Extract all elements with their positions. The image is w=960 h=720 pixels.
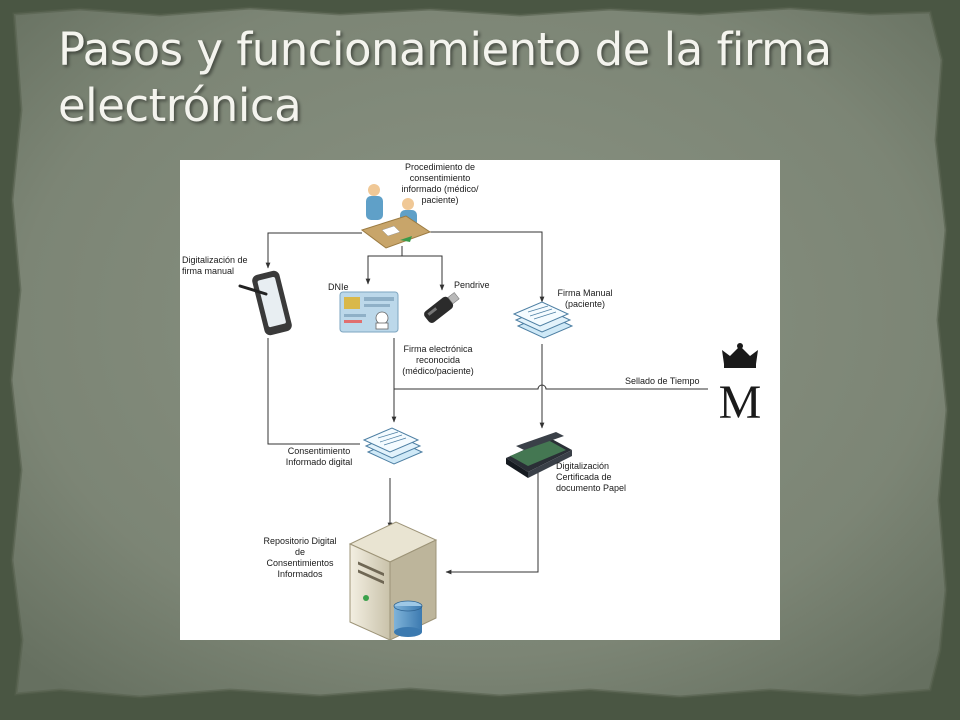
connector-procedure-to-tablet <box>265 232 362 269</box>
pen-tablet-icon <box>238 270 292 336</box>
label-manual-signature: Firma Manual (paciente) <box>557 288 613 309</box>
crowned-m-seal-icon: M <box>719 343 762 429</box>
label-electronic-signature: Firma electrónica reconocida (médico/pac… <box>402 344 474 376</box>
label-pendrive: Pendrive <box>454 280 490 290</box>
label-digitizing-signature: Digitalización de firma manual <box>182 255 248 276</box>
connector-procedure-split <box>365 246 403 285</box>
connector-scanner-to-repository <box>445 466 539 575</box>
paper-documents-icon <box>512 301 574 339</box>
label-repository: Repositorio Digital de Consentimientos I… <box>263 536 337 579</box>
digital-documents-icon <box>362 427 424 465</box>
doctor-patient-meeting-icon <box>360 184 432 249</box>
server-database-icon <box>348 521 438 640</box>
id-card-icon <box>339 291 399 333</box>
svg-text:M: M <box>719 376 762 429</box>
label-dnie: DNIe <box>328 282 349 292</box>
diagram-graphics: M <box>238 184 762 640</box>
scanner-icon <box>506 432 572 478</box>
connector-procedure-to-manual-signature <box>425 231 545 303</box>
label-procedure: Procedimiento de consentimiento informad… <box>401 162 479 205</box>
label-timestamp: Sellado de Tiempo <box>625 376 700 386</box>
label-digital-consent: Consentimiento Informado digital <box>285 446 353 467</box>
slide-title: Pasos y funcionamiento de la firma elect… <box>58 23 832 132</box>
connectors <box>265 231 708 575</box>
connector-tablet-to-digital-consent <box>267 338 360 445</box>
signature-flow-diagram: M <box>180 160 780 640</box>
label-certified-scan: Digitalización Certificada de documento … <box>556 461 627 493</box>
usb-drive-icon <box>424 292 460 323</box>
